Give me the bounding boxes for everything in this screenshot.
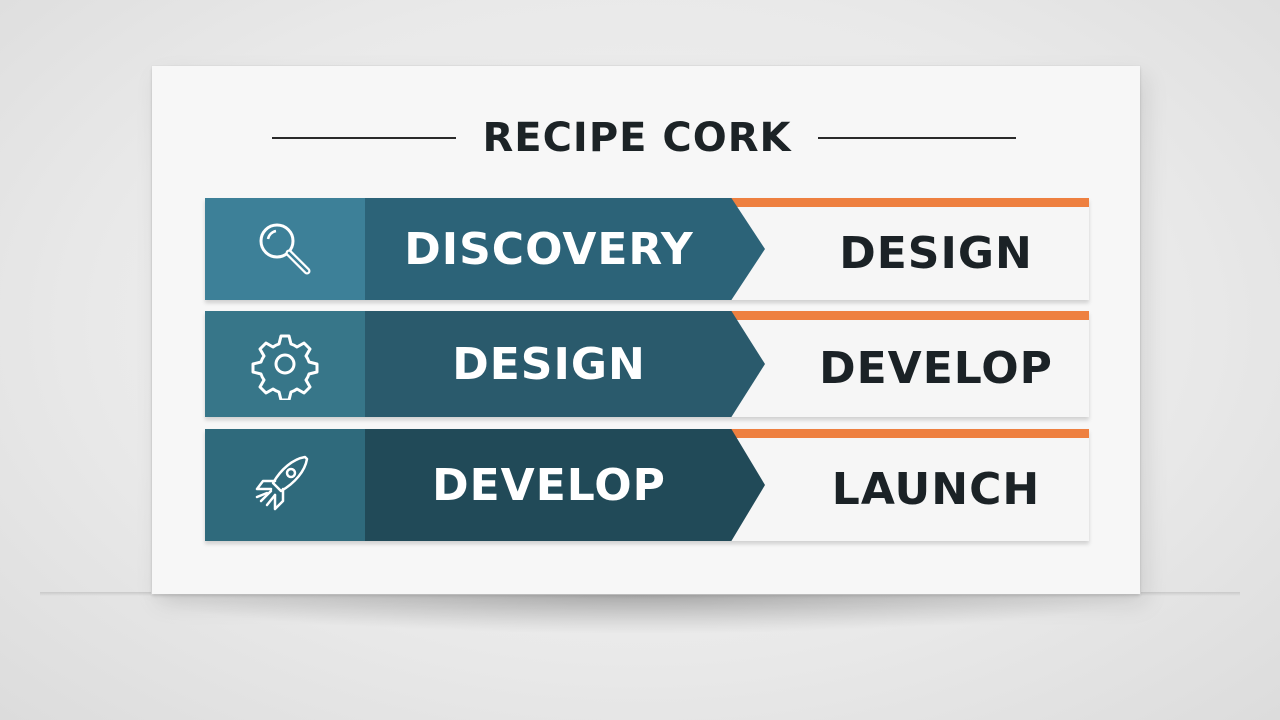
gear-icon (251, 334, 319, 400)
rocket-icon (255, 455, 309, 511)
icon-block (205, 429, 365, 541)
title-rule-right (818, 137, 1016, 139)
accent-bar (727, 198, 1089, 207)
title-row: RECIPE CORK (0, 110, 1280, 166)
stage-arrow: DESIGN (205, 311, 765, 417)
next-stage-label: DESIGN (839, 228, 1033, 279)
stage-arrow: DISCOVERY (205, 198, 765, 300)
next-stage-label: LAUNCH (831, 464, 1041, 515)
process-row-develop: DEVELOP LAUNCH (205, 429, 1089, 541)
stage-label: DISCOVERY (404, 223, 694, 275)
diagram-title: RECIPE CORK (482, 115, 792, 161)
next-stage-label: DEVELOP (819, 343, 1053, 394)
shelf (40, 592, 1240, 596)
icon-block (205, 311, 365, 417)
accent-bar (727, 429, 1089, 438)
icon-block (205, 198, 365, 300)
shelf-shadow (130, 594, 1150, 634)
process-row-discovery: DISCOVERY DESIGN (205, 198, 1089, 300)
magnifier-icon (259, 223, 311, 275)
process-row-design: DESIGN DEVELOP (205, 311, 1089, 417)
stage-label: DEVELOP (432, 459, 666, 511)
title-rule-left (272, 137, 456, 139)
accent-bar (727, 311, 1089, 320)
stage-arrow: DEVELOP (205, 429, 765, 541)
stage-label: DESIGN (452, 338, 646, 390)
